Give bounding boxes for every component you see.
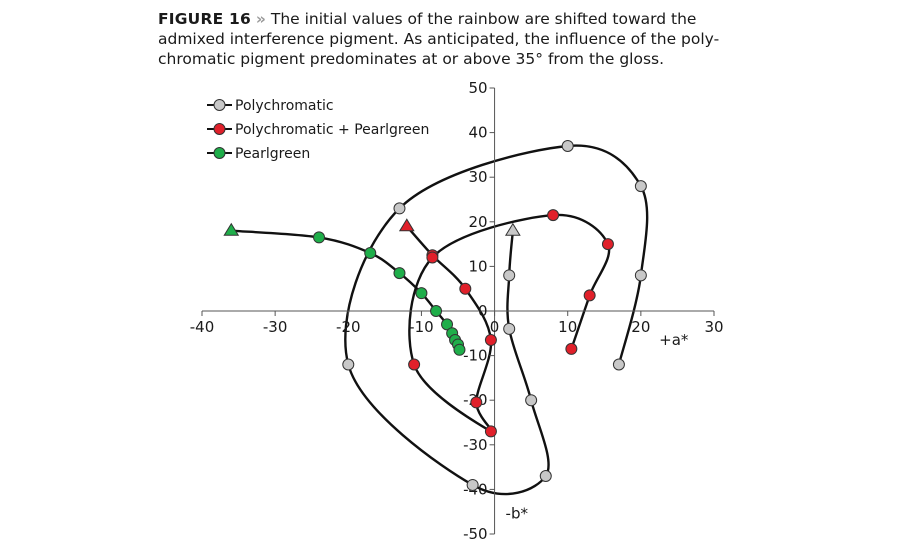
caption-text: The initial values of the rainbow are sh…: [158, 10, 720, 68]
data-point-polychromatic: [503, 269, 516, 282]
data-point-polychromatic: [342, 358, 355, 371]
y-tick-label: -30: [463, 436, 488, 454]
x-tick-label: 0: [490, 318, 500, 336]
x-tick-label: 20: [631, 318, 650, 336]
data-point-polychromatic-pearlgreen: [470, 396, 483, 409]
x-tick-label: -10: [409, 318, 434, 336]
data-point-polychromatic: [634, 180, 647, 193]
figure-caption: FIGURE 16 » The initial values of the ra…: [158, 9, 758, 69]
data-point-polychromatic: [634, 269, 647, 282]
x-tick-label: 10: [558, 318, 577, 336]
start-marker-pearlgreen: [223, 222, 240, 236]
start-marker-polychromatic-pearlgreen: [398, 218, 415, 232]
start-marker-polychromatic: [504, 222, 521, 236]
data-point-polychromatic-pearlgreen: [484, 333, 497, 346]
x-tick-label: -20: [336, 318, 361, 336]
data-point-pearlgreen: [441, 318, 454, 331]
x-tick-label: 30: [704, 318, 723, 336]
data-point-polychromatic: [466, 478, 479, 491]
legend-label-pearlgreen: Pearlgreen: [235, 146, 310, 162]
legend-marker-pearlgreen: [213, 147, 226, 159]
data-point-polychromatic: [539, 470, 552, 483]
data-point-polychromatic: [525, 394, 538, 407]
data-point-pearlgreen: [415, 287, 428, 300]
data-point-polychromatic-pearlgreen: [565, 342, 578, 355]
legend-label-polychromatic: Polychromatic: [235, 98, 334, 114]
y-tick-label: -10: [463, 347, 488, 365]
curves-layer: [230, 144, 649, 496]
legend-marker-polychromatic: [213, 99, 226, 111]
data-point-polychromatic-pearlgreen: [601, 238, 614, 251]
data-point-pearlgreen: [430, 305, 443, 317]
legend-label-polychromatic-pearlgreen: Polychromatic + Pearlgreen: [235, 122, 429, 138]
figure-separator: »: [255, 10, 266, 28]
data-point-polychromatic: [561, 139, 574, 152]
data-point-pearlgreen: [393, 267, 406, 280]
y-tick-label: 50: [468, 79, 487, 97]
data-point-pearlgreen: [364, 247, 377, 260]
data-point-polychromatic: [393, 202, 406, 215]
y-tick-label: 30: [468, 168, 487, 186]
data-point-pearlgreen: [313, 231, 326, 244]
data-point-polychromatic-pearlgreen: [459, 282, 472, 295]
data-point-pearlgreen: [453, 343, 466, 356]
axes-layer: -40-30-20-100102030-50-40-30-20-10010203…: [190, 79, 724, 543]
data-point-polychromatic-pearlgreen: [484, 425, 497, 438]
y-tick-label: 40: [468, 124, 487, 142]
figure-number: FIGURE 16: [158, 10, 251, 28]
legend-marker-polychromatic-pearlgreen: [213, 123, 226, 135]
data-point-polychromatic-pearlgreen: [547, 209, 560, 222]
x-tick-label: -30: [263, 318, 288, 336]
y-tick-label: 0: [478, 302, 488, 320]
data-point-polychromatic-pearlgreen: [408, 358, 421, 371]
y-tick-label: -50: [463, 525, 488, 543]
y-tick-label: 20: [468, 213, 487, 231]
x-axis-title: +a*: [659, 331, 689, 349]
y-axis-title: -b*: [506, 504, 529, 522]
data-point-polychromatic-pearlgreen: [426, 251, 439, 264]
data-point-polychromatic: [612, 358, 625, 371]
y-tick-label: 10: [468, 257, 487, 275]
data-point-polychromatic: [503, 322, 516, 335]
markers-layer: [223, 139, 647, 491]
x-tick-label: -40: [190, 318, 215, 336]
data-point-polychromatic-pearlgreen: [583, 289, 596, 302]
